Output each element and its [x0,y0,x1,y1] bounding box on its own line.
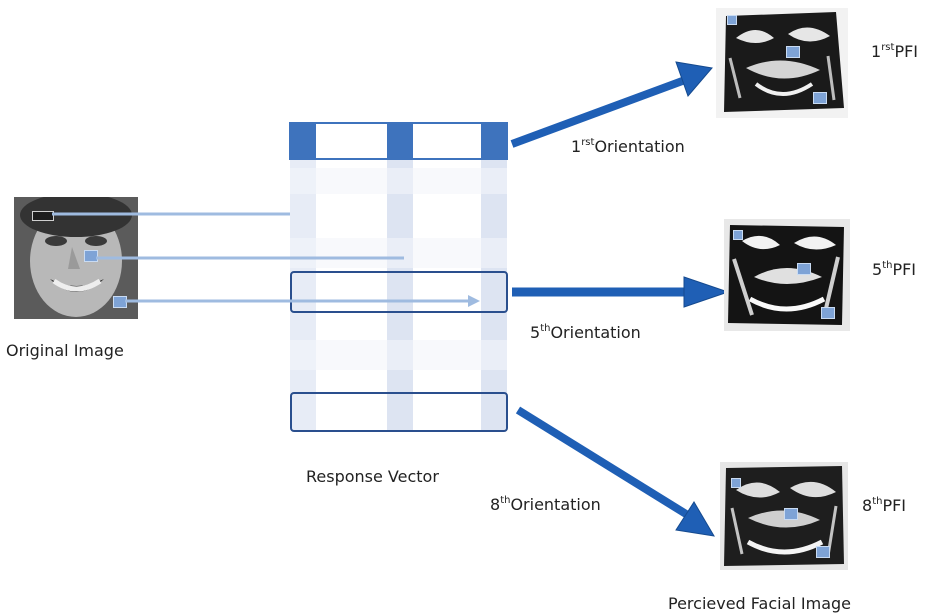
response-vector-label: Response Vector [306,467,439,486]
pfi8-marker-b [784,508,798,520]
arrow-8th-orientation [515,406,715,537]
perceived-image-label: Percieved Facial Image [668,594,852,613]
original-image-label: Original Image [6,341,124,360]
pfi8-marker-a [731,478,741,488]
pfi1-marker-a [727,15,737,25]
pfi5-marker-c [821,307,835,319]
orientation-5-label: 5thOrientation [530,323,641,342]
arrow-5th-orientation [512,276,730,308]
pfi1-marker-b [786,46,800,58]
pfi5-marker-a [733,230,743,240]
pfi5-marker-b [797,263,811,275]
eye-marker [32,211,54,221]
pfi8-marker-c [816,546,830,558]
orientation-8-label: 8thOrientation [490,495,601,514]
pfi1-marker-c [813,92,827,104]
arrow-1st-orientation [510,61,713,148]
pfi-5-label: 5thPFI [872,260,917,279]
pfi-8-label: 8thPFI [862,496,907,515]
orientation-1-label: 1rstOrientation [571,137,685,156]
pfi-1-label: 1rstPFI [871,42,919,61]
nose-marker [84,250,98,262]
